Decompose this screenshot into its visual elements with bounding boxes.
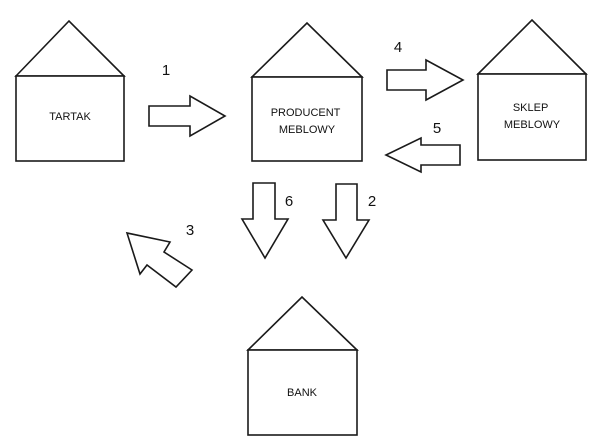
flow-arrow-3 <box>125 231 194 289</box>
building-producent-label: PRODUCENT MEBLOWY <box>271 107 344 136</box>
flow-arrow-2 <box>321 183 371 260</box>
building-tartak-roof <box>14 19 126 77</box>
flow-label-3: 3 <box>186 222 194 239</box>
building-sklep-body <box>477 73 587 161</box>
building-bank-roof <box>246 295 359 351</box>
flow-arrow-4 <box>386 58 465 102</box>
building-tartak-label: TARTAK <box>49 111 91 123</box>
building-tartak: TARTAK <box>14 19 126 162</box>
flow-label-5: 5 <box>433 120 441 137</box>
building-sklep-meblowy: SKLEP MEBLOWY <box>476 18 588 161</box>
flow-label-2: 2 <box>368 193 376 210</box>
flow-label-6: 6 <box>285 193 293 210</box>
flow-arrow-5 <box>384 136 461 174</box>
building-bank-body <box>247 349 358 436</box>
building-bank: BANK <box>246 295 359 436</box>
flow-label-1: 1 <box>162 62 170 79</box>
building-sklep-label: SKLEP MEBLOWY <box>504 102 561 131</box>
building-producent-meblowy: PRODUCENT MEBLOWY <box>250 21 364 162</box>
building-sklep-roof <box>476 18 588 75</box>
building-bank-label: BANK <box>287 387 318 399</box>
building-producent-body <box>251 76 363 162</box>
flow-arrow-6 <box>240 182 290 260</box>
flow-arrow-1 <box>148 94 227 138</box>
building-tartak-body <box>15 75 125 162</box>
building-producent-roof <box>250 21 364 78</box>
flow-label-4: 4 <box>394 39 402 56</box>
